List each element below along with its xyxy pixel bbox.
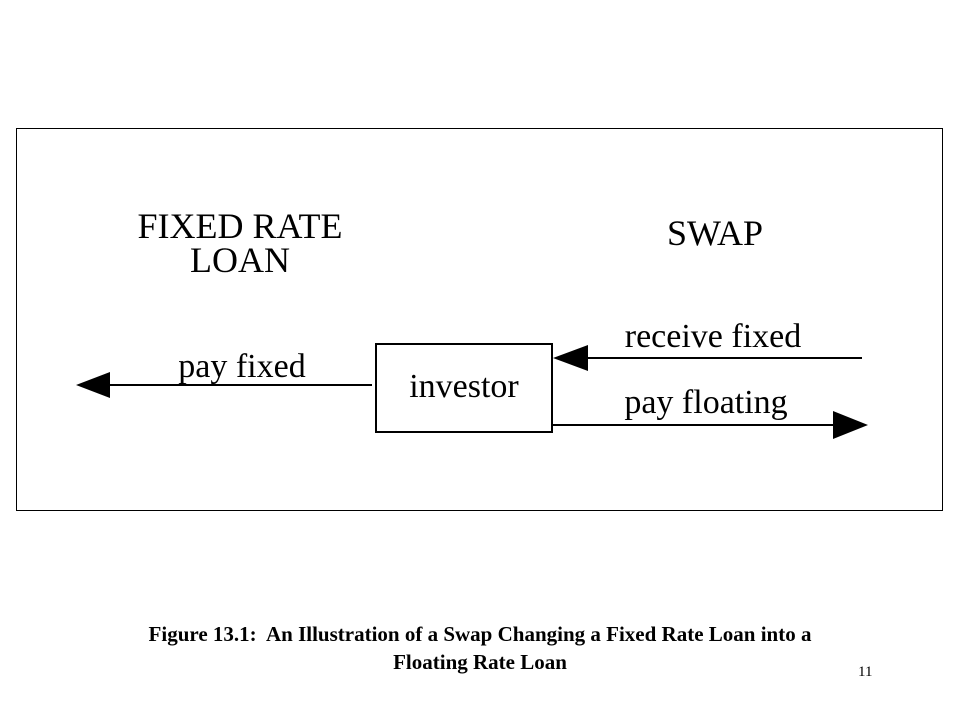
- pay-floating-arrowhead: [833, 411, 868, 439]
- loan-heading-line1: FIXED RATE: [138, 206, 343, 246]
- pay-floating-label: pay floating: [624, 384, 787, 421]
- figure-caption: Figure 13.1: An Illustration of a Swap C…: [30, 620, 930, 676]
- investor-box: [375, 343, 553, 433]
- page-number: 11: [858, 664, 873, 680]
- loan-heading-line2: LOAN: [190, 240, 290, 280]
- receive-fixed-label: receive fixed: [625, 318, 802, 355]
- swap-heading: SWAP: [667, 213, 763, 253]
- investor-label: investor: [409, 368, 519, 405]
- diagram-frame: [16, 128, 943, 511]
- caption-line-1: Figure 13.1: An Illustration of a Swap C…: [148, 622, 812, 646]
- caption-line-2: Floating Rate Loan: [393, 650, 567, 674]
- receive-fixed-arrowhead: [553, 345, 588, 371]
- pay-fixed-arrowhead: [76, 372, 110, 398]
- pay-fixed-label: pay fixed: [178, 348, 305, 385]
